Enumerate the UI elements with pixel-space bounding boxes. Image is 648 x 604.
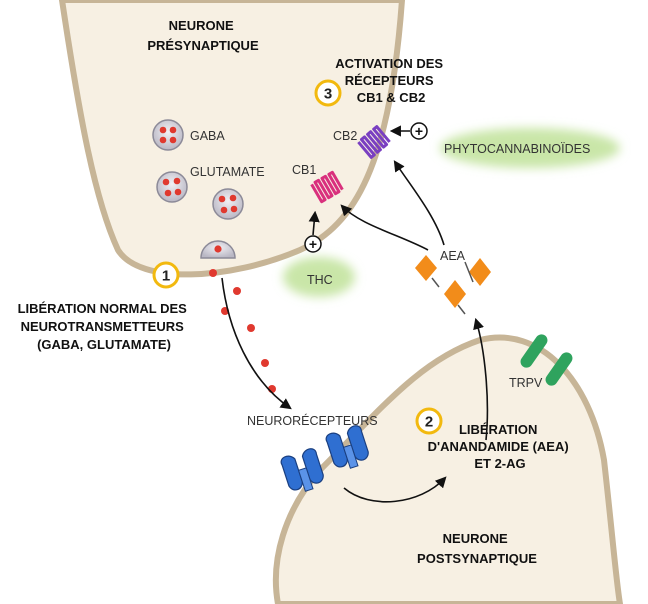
gaba-label: GABA — [190, 129, 225, 143]
arrow-thc-to-cb1 — [308, 210, 320, 236]
postsynaptic-title: NEURONE POSTSYNAPTIQUE — [417, 531, 537, 566]
presynaptic-neuron — [58, 0, 406, 278]
step-2-text: LIBÉRATION D'ANANDAMIDE (AEA) ET 2-AG — [428, 422, 573, 471]
step-2-badge: 2 — [415, 407, 443, 435]
aea-stalks — [431, 261, 474, 315]
trpv-label: TRPV — [509, 376, 543, 390]
svg-text:3: 3 — [324, 86, 332, 103]
glutamate-vesicle-2 — [212, 188, 244, 220]
arrow-aea-to-cb2 — [393, 160, 445, 246]
arrow-receptors-to-step2 — [343, 476, 447, 503]
svg-text:+: + — [415, 123, 423, 139]
step-3-badge: 3 — [314, 79, 342, 107]
step-3-text: ACTIVATION DES RÉCEPTEURS CB1 & CB2 — [335, 56, 446, 105]
arrow-aea-to-cb1 — [340, 204, 429, 251]
trpv-channel — [520, 334, 573, 386]
released-neurotransmitters — [209, 269, 276, 393]
glutamate-label: GLUTAMATE — [190, 165, 265, 179]
step-1-text: LIBÉRATION NORMAL DES NEUROTRANSMETTEURS… — [18, 301, 191, 352]
cb2-receptor — [357, 125, 391, 159]
svg-text:2: 2 — [425, 414, 433, 431]
cb2-label: CB2 — [333, 129, 357, 143]
thc-plus-icon: + — [304, 235, 322, 253]
neuroreceptor-right — [325, 425, 369, 469]
svg-text:+: + — [309, 236, 317, 252]
cb1-label: CB1 — [292, 163, 316, 177]
arrow-release-to-receptors — [221, 277, 292, 410]
phyto-label: PHYTOCANNABINOÏDES — [444, 142, 590, 156]
aea-molecules — [415, 255, 491, 308]
aea-label: AEA — [440, 249, 466, 263]
step-1-badge: 1 — [152, 261, 180, 289]
phyto-plus-icon: + — [410, 122, 428, 140]
neuroreceptors-label: NEURORÉCEPTEURS — [247, 413, 378, 428]
cb1-receptor — [310, 170, 344, 204]
thc-halo — [283, 257, 355, 297]
gaba-vesicle — [152, 119, 184, 151]
phyto-halo — [440, 128, 620, 168]
fusing-vesicle — [200, 240, 236, 259]
glutamate-vesicle — [156, 171, 188, 203]
presynaptic-title: NEURONE PRÉSYNAPTIQUE — [147, 18, 259, 53]
thc-label: THC — [307, 273, 333, 287]
neuroreceptor-left — [280, 448, 324, 492]
svg-text:1: 1 — [162, 268, 170, 285]
arrow-post-to-aea — [473, 317, 489, 441]
